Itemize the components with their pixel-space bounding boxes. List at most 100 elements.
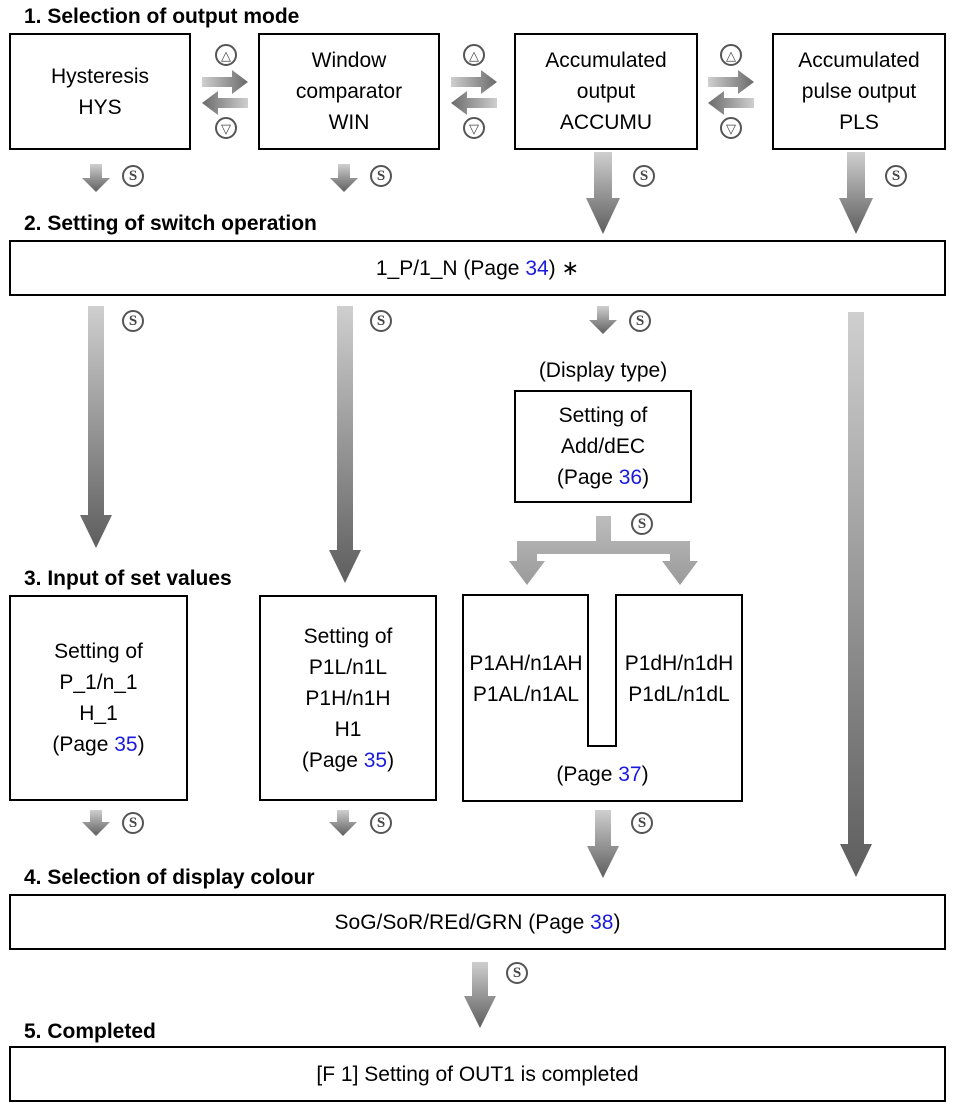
set-button-icon: S [506, 962, 528, 984]
page-reference: (Page 35) [52, 729, 144, 760]
mode-label: Hysteresis [50, 64, 150, 88]
page-link-36[interactable]: 36 [618, 466, 643, 489]
arrow-right-3 [708, 70, 754, 94]
mode-label: Accumulated [798, 49, 920, 72]
switch-operation-text: 1_P/1_N (Page 34) ∗ [376, 253, 579, 284]
mode-box-accumulated-pulse-output: Accumulated pulse output PLS [772, 33, 946, 150]
set-button-icon: S [633, 165, 655, 187]
section-heading-2: 2. Setting of switch operation [24, 212, 317, 235]
switch-operation-label: 1_P/1_N (Page [375, 256, 526, 280]
arrow-down-colour [464, 962, 496, 1028]
set-button-icon: S [122, 812, 144, 834]
display-type-line: Add/dEC [560, 435, 646, 458]
page-prefix: (Page [556, 466, 619, 489]
mode-code: ACCUMU [559, 111, 653, 134]
down-button-icon: ▽ [215, 117, 237, 139]
arrow-down-hys-3 [82, 810, 110, 836]
accumu-dec-values: P1dH/n1dH P1dL/n1dL [616, 648, 742, 710]
page-suffix: ) [137, 733, 145, 756]
set-button-icon: S [122, 310, 144, 332]
page-prefix: (Page [52, 733, 115, 756]
arrow-down-hys-1 [82, 164, 110, 192]
switch-operation-box: 1_P/1_N (Page 34) ∗ [9, 240, 946, 296]
set-button-icon: S [629, 310, 651, 332]
set-values-box-hysteresis: Setting of P_1/n_1 H_1 (Page 35) [9, 595, 188, 801]
set-values-box-window: Setting of P1L/n1L P1H/n1H H1 (Page 35) [259, 595, 437, 801]
page-suffix: ) [387, 748, 395, 772]
page-suffix: ) [641, 763, 649, 786]
arrow-right-1 [202, 70, 248, 94]
up-button-icon: △ [720, 44, 742, 66]
set-values-line: P1AH/n1AH [469, 652, 583, 675]
page-prefix: (Page [301, 748, 364, 772]
set-values-line: P1AL/n1AL [472, 683, 580, 706]
arrow-down-win-2 [329, 306, 361, 583]
display-colour-label: SoG/SoR/REd/GRN (Page [334, 910, 591, 934]
page-reference: (Page 37) [463, 759, 742, 790]
completed-box: [F 1] Setting of OUT1 is completed [9, 1046, 946, 1102]
arrow-left-1 [202, 91, 248, 115]
arrow-down-pls-long [840, 312, 872, 877]
page-link-38[interactable]: 38 [590, 910, 614, 934]
arrow-down-pls-1 [839, 152, 873, 234]
set-button-icon: S [122, 165, 144, 187]
arrow-down-accumu-1 [586, 152, 620, 234]
display-colour-suffix: ) [613, 910, 621, 934]
set-button-icon: S [885, 165, 907, 187]
set-button-icon: S [370, 812, 392, 834]
display-colour-box: SoG/SoR/REd/GRN (Page 38) [9, 894, 946, 950]
arrow-left-2 [451, 91, 497, 115]
flow-arrows [80, 152, 873, 1028]
arrow-down-win-1 [330, 164, 358, 192]
set-button-icon: S [631, 513, 653, 535]
page-reference: (Page 35) [302, 745, 394, 776]
mode-label: pulse output [801, 80, 917, 103]
page-link-37[interactable]: 37 [618, 763, 642, 786]
mode-box-hysteresis: Hysteresis HYS [9, 33, 191, 150]
display-type-box: Setting of Add/dEC (Page 36) [514, 390, 692, 503]
completed-text: [F 1] Setting of OUT1 is completed [316, 1062, 639, 1086]
set-button-icon: S [370, 310, 392, 332]
mode-label: Accumulated [545, 49, 667, 72]
section-heading-1: 1. Selection of output mode [24, 5, 300, 28]
mode-code: HYS [78, 95, 122, 119]
set-values-line: P_1/n_1 [59, 671, 138, 694]
arrow-right-2 [451, 70, 497, 94]
mode-code: WIN [328, 111, 370, 134]
section-heading-3: 3. Input of set values [24, 567, 232, 590]
set-values-line: P1L/n1L [308, 655, 388, 679]
display-type-label: (Display type) [538, 359, 668, 382]
page-prefix: (Page [556, 763, 619, 786]
arrow-down-win-3 [329, 810, 357, 836]
up-button-icon: △ [215, 44, 237, 66]
down-button-icon: ▽ [463, 117, 485, 139]
page-reference: (Page 36) [557, 462, 649, 493]
display-colour-text: SoG/SoR/REd/GRN (Page 38) [335, 907, 621, 938]
display-type-line: Setting of [558, 404, 648, 427]
set-values-line: H1 [334, 717, 362, 741]
set-values-line: P1dH/n1dH [624, 652, 734, 675]
switch-operation-note: ) ∗ [548, 256, 580, 280]
arrow-fork [509, 516, 698, 585]
mode-label: output [576, 80, 636, 103]
set-values-line: H_1 [79, 702, 118, 725]
arrow-down-accumu-2 [589, 306, 617, 334]
page-link-35[interactable]: 35 [363, 748, 388, 772]
accumu-add-values: P1AH/n1AH P1AL/n1AL [463, 648, 589, 710]
section-heading-4: 4. Selection of display colour [24, 866, 315, 889]
section-heading-5: 5. Completed [24, 1020, 156, 1043]
up-button-icon: △ [463, 44, 485, 66]
mode-box-window-comparator: Window comparator WIN [258, 33, 440, 150]
mode-label: comparator [295, 80, 403, 103]
mode-box-accumulated-output: Accumulated output ACCUMU [514, 33, 698, 150]
mode-code: PLS [839, 111, 879, 134]
page-link-35[interactable]: 35 [114, 733, 138, 756]
set-values-line: Setting of [54, 640, 143, 663]
mode-label: Window [311, 49, 387, 72]
set-values-line: Setting of [303, 624, 393, 648]
arrow-down-hys-2 [80, 306, 112, 548]
page-link-34[interactable]: 34 [525, 256, 549, 280]
arrow-left-3 [708, 91, 754, 115]
mode-switch-arrows [202, 70, 754, 115]
